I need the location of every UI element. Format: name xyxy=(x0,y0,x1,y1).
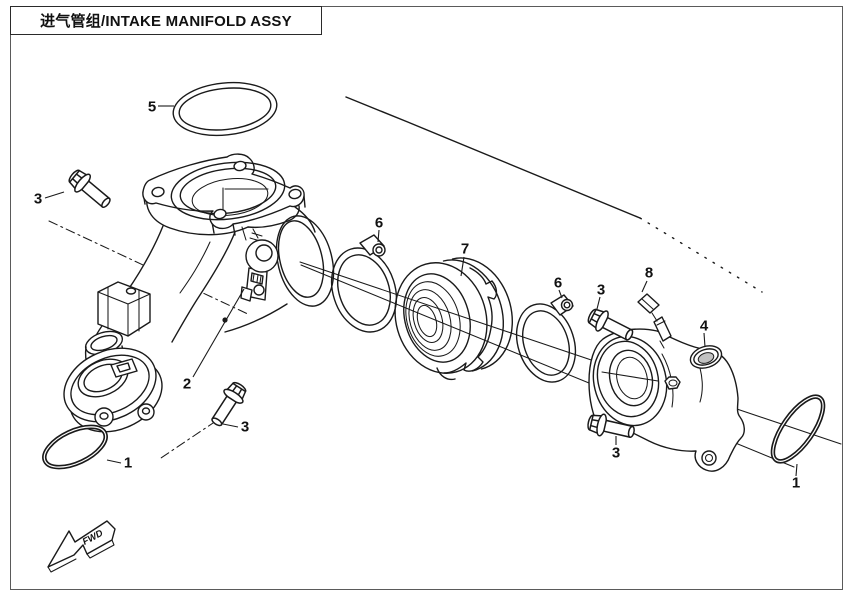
spigot-bell xyxy=(224,206,335,333)
intake-boot xyxy=(394,257,513,381)
callout-intake-manifold-body: 2 xyxy=(183,376,191,393)
throttle-base xyxy=(63,330,163,433)
callouts: 5 3 2 3 1 6 7 6 3 8 4 3 1 xyxy=(34,99,800,492)
leader-dot-intake-manifold-body xyxy=(222,317,228,323)
o-ring-left xyxy=(42,424,108,470)
leader-intake-manifold-body xyxy=(192,288,245,378)
leader-vacuum-cap xyxy=(641,280,648,293)
intake-joint xyxy=(588,293,745,472)
callout-bolt-left: 3 xyxy=(34,191,42,208)
callout-clamp-left: 6 xyxy=(375,215,383,232)
callout-intake-boot: 7 xyxy=(461,241,469,258)
intake-joint-port xyxy=(689,345,723,369)
clamp-right xyxy=(515,294,577,383)
top-diagonal-line xyxy=(345,96,641,219)
leader-intake-joint-port xyxy=(703,332,706,348)
leader-o-ring-right xyxy=(795,463,798,477)
leader-bolt-left xyxy=(44,191,65,199)
callout-o-ring-left: 1 xyxy=(124,455,132,472)
vacuum-cap xyxy=(637,293,660,322)
callout-o-ring-right: 1 xyxy=(792,475,800,492)
seal-ring-5 xyxy=(172,81,278,137)
dash-line-left xyxy=(48,220,251,316)
callout-bolt-right-top: 3 xyxy=(597,282,605,299)
callout-bolt-middle: 3 xyxy=(241,419,249,436)
callout-seal-ring: 5 xyxy=(148,99,156,116)
flange xyxy=(142,153,306,236)
dash-line-middle xyxy=(157,420,217,461)
callout-intake-joint-port: 4 xyxy=(700,318,709,335)
leader-bolt-right-top xyxy=(596,296,601,310)
callout-vacuum-cap: 8 xyxy=(645,265,653,282)
sensor-boss xyxy=(97,281,151,337)
leader-intake-boot xyxy=(460,256,465,277)
callout-clamp-right: 6 xyxy=(554,275,562,292)
title-box: 进气管组/INTAKE MANIFOLD ASSY xyxy=(10,6,322,35)
lever-boss xyxy=(240,226,279,302)
leader-o-ring-left xyxy=(106,459,122,464)
leader-bolt-middle xyxy=(222,423,239,428)
leader-clamp-left xyxy=(377,229,380,243)
leader-clamp-right xyxy=(558,289,563,299)
page-title: 进气管组/INTAKE MANIFOLD ASSY xyxy=(40,13,292,30)
o-ring-right xyxy=(770,394,826,464)
callout-bolt-right-bottom: 3 xyxy=(612,445,620,462)
outer-frame xyxy=(10,6,843,590)
clamp-left xyxy=(330,234,398,333)
